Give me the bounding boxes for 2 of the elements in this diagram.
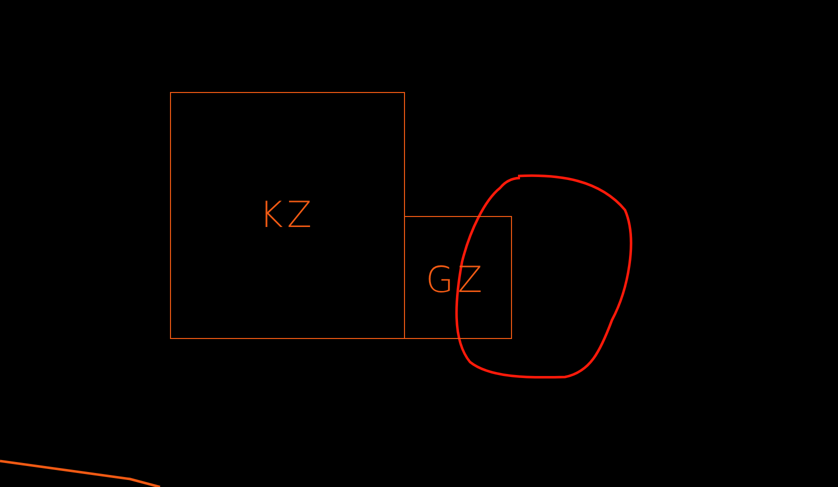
- room-outline: [170, 92, 405, 339]
- room-label: KZ: [259, 195, 316, 236]
